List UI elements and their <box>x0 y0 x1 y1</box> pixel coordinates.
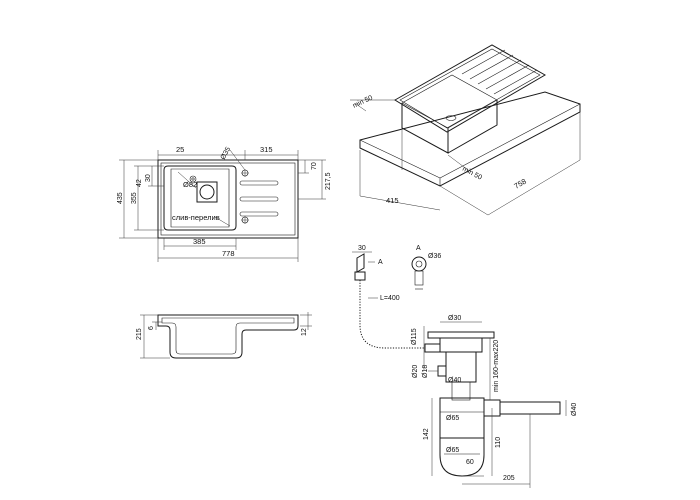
mark-a-1: A <box>378 259 383 266</box>
dim-d65-b: Ø65 <box>446 447 459 454</box>
dim-d36: Ø36 <box>428 253 441 260</box>
dim-siphon-d30: Ø30 <box>448 315 461 322</box>
outlet-pipe <box>499 401 561 415</box>
strainer-flange <box>427 331 495 339</box>
dim-758: 758 <box>513 177 528 191</box>
drain-square <box>196 181 218 203</box>
dim-142: 142 <box>423 428 430 440</box>
dim-d115: Ø115 <box>411 328 418 345</box>
dim-315: 315 <box>260 145 273 154</box>
dim-d40: Ø40 <box>448 377 461 384</box>
dim-siphon-30: 30 <box>358 245 366 252</box>
dim-siphon-d40: Ø40 <box>571 403 578 416</box>
dim-778: 778 <box>222 249 235 258</box>
mark-a-2: A <box>416 245 421 252</box>
groove-3 <box>239 211 279 217</box>
iso-bowl-front <box>401 103 449 154</box>
dim-355: 355 <box>131 192 138 204</box>
trap-bowl <box>439 438 485 477</box>
view-a-circle <box>411 256 427 272</box>
dim-range: min 160-max220 <box>493 340 500 392</box>
dim-215: 215 <box>136 328 143 340</box>
iso-sink-top <box>394 44 547 133</box>
dim-25: 25 <box>176 145 184 154</box>
dim-d20: Ø20 <box>412 365 419 378</box>
overflow-label: слив-перелив <box>172 213 220 222</box>
dim-110: 110 <box>495 437 502 448</box>
dim-70: 70 <box>311 162 318 170</box>
groove-1 <box>239 180 279 186</box>
trap-body <box>439 397 485 439</box>
dim-d35: Ø35 <box>220 146 233 161</box>
dim-205: 205 <box>503 475 515 482</box>
side-view: 215 6 12 <box>136 312 312 359</box>
dim-d82: Ø82 <box>183 180 197 189</box>
dim-12: 12 <box>301 328 308 336</box>
bowl-outline <box>163 165 237 231</box>
iso-view: min 50 415 min 50 758 <box>350 44 581 216</box>
dim-30: 30 <box>145 174 152 182</box>
dim-42: 42 <box>136 179 143 187</box>
dim-6: 6 <box>148 326 155 330</box>
overflow-fitting <box>356 253 365 273</box>
sink-outline <box>157 159 299 239</box>
dim-d18: Ø18 <box>422 365 429 378</box>
siphon-view: 30 A L=400 A Ø36 Ø30 Ø115 Ø20 Ø18 Ø40 <box>352 245 578 488</box>
dim-435: 435 <box>117 192 124 204</box>
dim-415: 415 <box>386 196 399 205</box>
dim-217-5: 217,5 <box>325 172 332 190</box>
dim-385: 385 <box>193 237 206 246</box>
dim-hose-length: L=400 <box>380 295 400 302</box>
dim-60: 60 <box>466 459 474 466</box>
side-profile <box>157 314 299 359</box>
dim-d65-a: Ø65 <box>446 415 459 422</box>
top-view: 25 315 Ø35 70 217,5 435 355 30 42 Ø82 сл… <box>117 145 332 262</box>
groove-2 <box>239 196 279 202</box>
dim-min50-a: min 50 <box>352 95 374 110</box>
drain-circle <box>199 184 215 200</box>
